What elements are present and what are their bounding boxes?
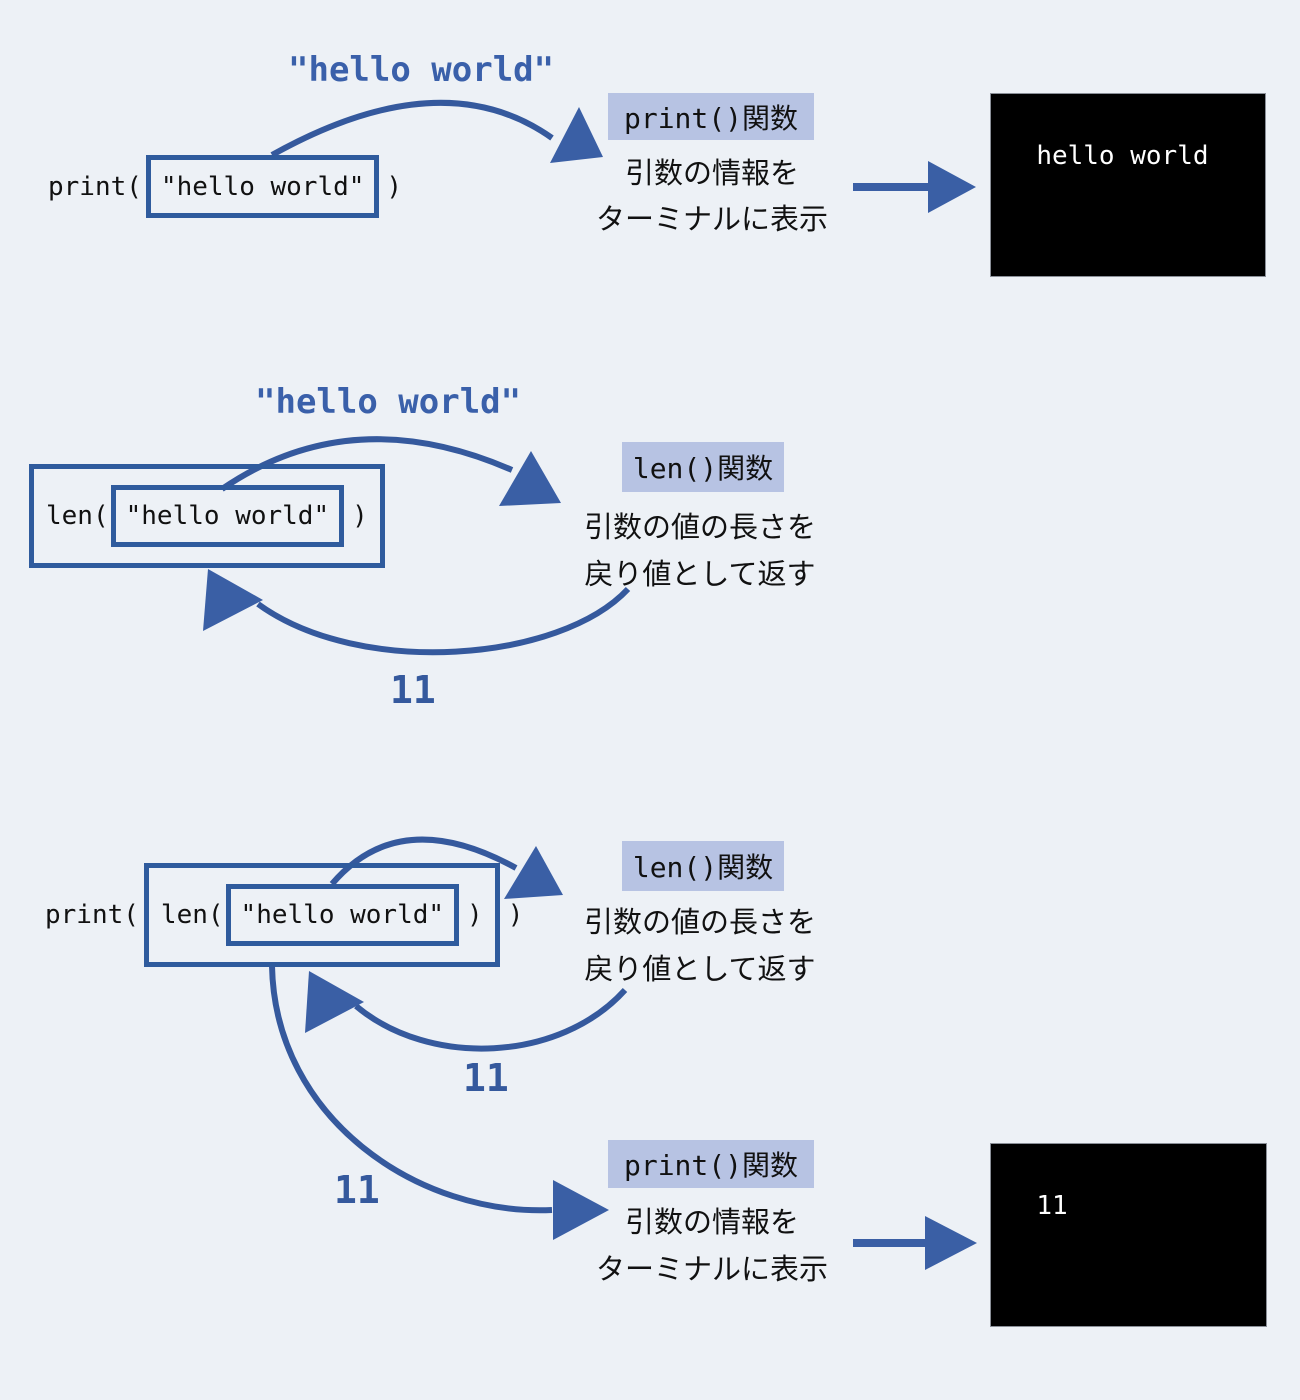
s1-print-func-tag: print()関数 [608, 93, 814, 140]
s1-arg-box: "hello world" [145, 155, 380, 218]
s2-expression-box: len( "hello world" ) [29, 464, 385, 568]
s2-code-prefix: len( [46, 501, 109, 531]
s2-len-func-tag: len()関数 [622, 442, 784, 492]
s2-len-func-title: len()関数 [632, 452, 774, 485]
s1-terminal-window: hello world [990, 93, 1266, 277]
s3-len-expression-box: len( "hello world" ) [143, 863, 500, 967]
s3-arg-box: "hello world" [225, 884, 460, 946]
s3-arg-text: "hello world" [240, 900, 445, 930]
s1-print-func-desc-line2: ターミナルに表示 [595, 204, 828, 236]
s3-print-arg-arc [269, 965, 553, 1214]
s2-code-suffix: ) [352, 501, 368, 531]
s2-arg-text: "hello world" [125, 501, 330, 531]
s1-arg-flow-arc [270, 99, 554, 158]
s2-return-arc [256, 586, 631, 656]
s3-len-return-value-label: 11 [463, 1056, 509, 1100]
s3-inner-suffix: ) [467, 900, 483, 930]
s3-print-func-title: print()関数 [623, 1149, 798, 1182]
s3-print-func-tag: print()関数 [608, 1140, 814, 1188]
s3-print-arg-value-label: 11 [334, 1168, 380, 1212]
s3-print-func-desc-line1: 引数の情報を [624, 1207, 799, 1239]
s2-len-func-desc-line2: 戻り値として返す [584, 559, 816, 591]
s3-len-func-desc-line1: 引数の値の長さを [583, 907, 816, 939]
s2-arg-value-label: "hello world" [255, 382, 522, 422]
s1-code-line: print( "hello world" ) [48, 155, 402, 218]
s3-len-return-arc [354, 987, 628, 1052]
s3-code-suffix: ) [507, 900, 524, 930]
s2-len-func-desc-line1: 引数の値の長さを [583, 512, 816, 544]
s1-print-func-title: print()関数 [623, 101, 798, 135]
s2-return-value-label: 11 [390, 668, 436, 712]
s1-code-suffix: ) [386, 171, 403, 202]
s2-return-arrowhead-icon [203, 569, 263, 631]
s1-arg-text: "hello world" [160, 171, 365, 202]
s3-len-func-title: len()関数 [632, 851, 774, 884]
s3-code-line: print( len( "hello world" ) ) [45, 863, 523, 967]
s3-code-prefix: print( [45, 900, 139, 930]
s1-code-prefix: print( [48, 171, 142, 202]
s3-print-func-desc-line2: ターミナルに表示 [595, 1254, 828, 1286]
s3-to-terminal-arrowhead-icon [925, 1216, 977, 1270]
s1-terminal-output: hello world [1036, 141, 1209, 171]
s1-print-func-desc-line1: 引数の情報を [624, 158, 799, 190]
s3-terminal-window: 11 [990, 1143, 1267, 1327]
s2-arg-flow-arrowhead-icon [499, 451, 561, 506]
s3-inner-prefix: len( [160, 900, 224, 930]
s3-len-func-tag: len()関数 [622, 841, 784, 891]
s1-arg-value-label: "hello world" [288, 50, 555, 90]
s2-arg-box: "hello world" [110, 485, 345, 547]
s3-len-return-arrowhead-icon [305, 971, 364, 1033]
s3-terminal-output: 11 [1036, 1191, 1068, 1221]
s1-to-terminal-arrowhead-icon [928, 161, 976, 213]
s3-len-func-desc-line2: 戻り値として返す [584, 954, 816, 986]
